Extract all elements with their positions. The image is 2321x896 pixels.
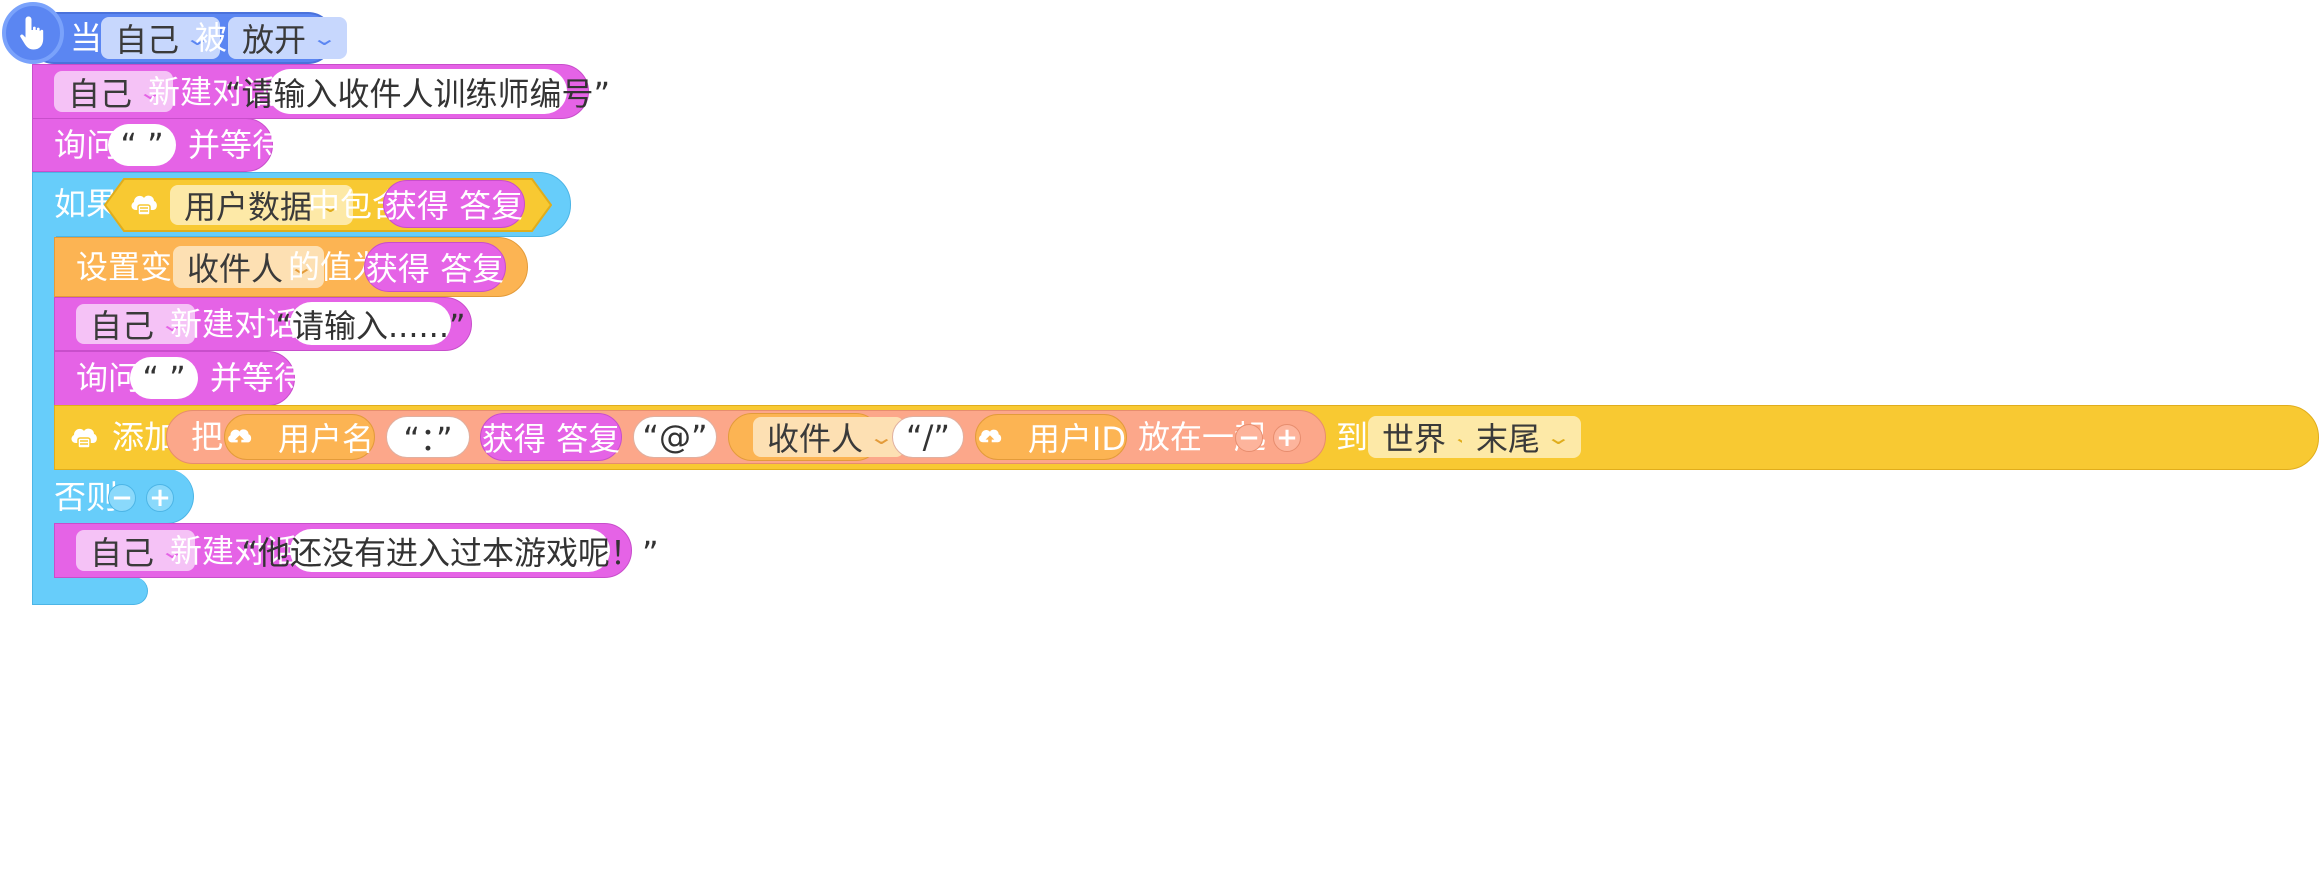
ask2-action-label: 询问 — [76, 359, 141, 397]
cloud-data-icon — [128, 190, 160, 218]
chevron-down-icon: ⌄ — [158, 538, 186, 563]
userid-reporter[interactable]: 用户ID — [975, 414, 1127, 460]
dialog3-text-input[interactable]: “他还没有进入过本游戏呢！” — [241, 529, 659, 572]
minus-icon: − — [111, 483, 133, 513]
add-answer-reporter[interactable]: 获得 答复 — [480, 413, 622, 461]
data-source-value: 用户数据 — [184, 188, 313, 226]
dialog3-text-value: “他还没有进入过本游戏呢！” — [241, 533, 659, 572]
ask1-suffix-label: 并等待 — [188, 126, 285, 164]
hat-target-value: 自己 — [115, 21, 180, 59]
dialog1-target-value: 自己 — [68, 74, 133, 113]
minus-icon: − — [1238, 423, 1260, 453]
join-ba-label: 把 — [191, 418, 224, 456]
chevron-down-icon: ⌄ — [1544, 425, 1572, 449]
else-label: 否则 — [54, 478, 119, 516]
if-answer-reporter[interactable]: 获得 答复 — [383, 180, 525, 228]
ask2-text-input[interactable]: “ ” — [130, 357, 198, 399]
username-value: 用户名 — [277, 420, 374, 458]
at-value: “@” — [642, 418, 708, 456]
ask2-text-value: “ ” — [142, 359, 186, 397]
setvar-variable-value: 收件人 — [187, 250, 284, 288]
add-position-value: 末尾 — [1476, 420, 1541, 458]
dialog1-text-input[interactable]: “请输入收件人训练师编号” — [225, 69, 610, 114]
dialog2-text-input[interactable]: “请输入......” — [275, 302, 466, 345]
else-block-spine — [32, 523, 56, 579]
chevron-down-icon: ⌄ — [310, 26, 338, 50]
if-block-footer — [32, 577, 148, 605]
at-text-input[interactable]: “@” — [633, 416, 717, 458]
cloud-data-icon — [68, 423, 100, 451]
recipient-variable-dropdown[interactable]: 收件人 ⌄ — [753, 417, 904, 458]
colon-text-input[interactable]: “：” — [386, 416, 470, 458]
add-answer-value: 获得 答复 — [481, 420, 621, 458]
hat-event-value: 放开 — [242, 21, 307, 59]
data-source-dropdown[interactable]: 用户数据 ⌄ — [170, 185, 353, 226]
else-minus-button[interactable]: − — [108, 484, 136, 512]
join-minus-button[interactable]: − — [1235, 424, 1263, 452]
slash-value: “/” — [906, 418, 950, 456]
ask1-text-input[interactable]: “ ” — [108, 124, 176, 166]
dialog2-target-dropdown[interactable]: 自己 ⌄ — [76, 304, 195, 345]
if-answer-value: 获得 答复 — [384, 187, 524, 225]
dialog1-text-value: “请输入收件人训练师编号” — [224, 74, 611, 113]
colon-value: “：” — [403, 420, 453, 458]
ask2-suffix-label: 并等待 — [210, 359, 307, 397]
ask1-text-value: “ ” — [120, 126, 164, 164]
chevron-down-icon: ⌄ — [867, 425, 895, 449]
else-plus-button[interactable]: + — [146, 484, 174, 512]
hand-pointer-icon — [2, 2, 64, 64]
slash-text-input[interactable]: “/” — [892, 416, 964, 458]
join-plus-button[interactable]: + — [1273, 424, 1301, 452]
hat-when-label: 当 — [70, 19, 103, 57]
hat-event-dropdown[interactable]: 放开 ⌄ — [228, 17, 347, 59]
plus-icon: + — [1276, 423, 1298, 453]
recipient-value: 收件人 — [767, 420, 864, 458]
add-target-value: 世界 — [1382, 420, 1447, 458]
chevron-down-icon: ⌄ — [287, 255, 315, 279]
dialog2-text-value: “请输入......” — [275, 306, 466, 345]
chevron-down-icon: ⌄ — [316, 193, 344, 217]
add-action-label: 添加 — [112, 418, 177, 456]
if-block-spine — [32, 236, 56, 470]
ask1-action-label: 询问 — [54, 126, 119, 164]
cloud-upload-icon — [979, 429, 1002, 446]
chevron-down-icon: ⌄ — [183, 26, 211, 50]
plus-icon: + — [149, 483, 171, 513]
setvar-answer-value: 获得 答复 — [365, 250, 505, 288]
dialog3-target-value: 自己 — [90, 533, 155, 572]
cloud-upload-icon — [228, 429, 252, 447]
setvar-variable-dropdown[interactable]: 收件人 ⌄ — [173, 246, 324, 288]
dialog3-target-dropdown[interactable]: 自己 ⌄ — [76, 530, 195, 572]
hat-target-dropdown[interactable]: 自己 ⌄ — [101, 17, 220, 59]
chevron-down-icon: ⌄ — [136, 79, 164, 104]
chevron-down-icon: ⌄ — [158, 312, 186, 336]
dialog2-target-value: 自己 — [90, 307, 155, 345]
add-position-dropdown[interactable]: 末尾 ⌄ — [1462, 416, 1581, 458]
dialog1-target-dropdown[interactable]: 自己 ⌄ — [54, 71, 173, 113]
setvar-answer-reporter[interactable]: 获得 答复 — [364, 242, 506, 292]
hat-event-word: 被 — [195, 19, 228, 57]
username-reporter[interactable]: 用户名 — [224, 414, 375, 460]
add-to-label: 到 — [1336, 418, 1369, 456]
userid-value: 用户ID — [1027, 420, 1126, 458]
